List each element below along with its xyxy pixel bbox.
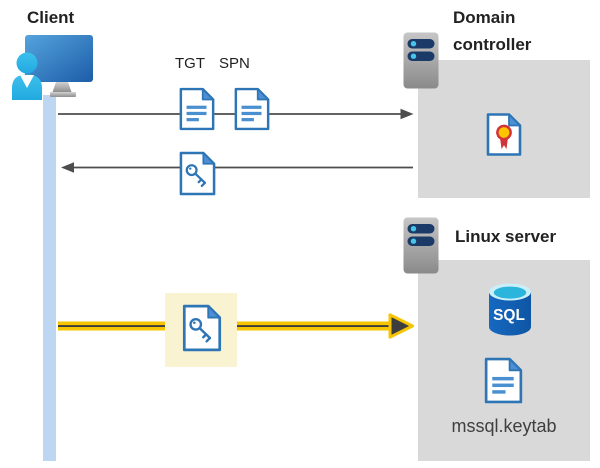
client-timeline-bar (43, 95, 56, 461)
client-label: Client (27, 8, 75, 27)
linux-server-label: Linux server (455, 227, 557, 246)
linux-server-icon (403, 217, 439, 274)
spn-label: SPN (219, 55, 250, 72)
keytab-document-icon (483, 356, 524, 405)
sql-database-icon: SQL (486, 282, 534, 338)
client-user-computer-icon (10, 28, 100, 100)
sql-badge-label: SQL (493, 307, 525, 324)
mssql-keytab-caption: mssql.keytab (451, 416, 557, 436)
yellow-arrowhead-icon (388, 313, 414, 339)
dc-to-client-arrow (61, 162, 413, 173)
spn-document-icon (233, 86, 271, 132)
service-ticket-key-document-icon (178, 150, 217, 197)
domain-controller-label: Domain controller (453, 8, 532, 54)
certificate-document-icon (485, 111, 523, 158)
tgt-label: TGT (175, 55, 205, 72)
tgt-document-icon (178, 86, 216, 132)
highlighted-key-document-icon (181, 303, 223, 353)
client-to-dc-arrow (58, 108, 414, 120)
domain-controller-server-icon (403, 32, 439, 89)
left-arrowhead-icon (61, 162, 74, 173)
right-arrowhead-icon (400, 108, 414, 120)
